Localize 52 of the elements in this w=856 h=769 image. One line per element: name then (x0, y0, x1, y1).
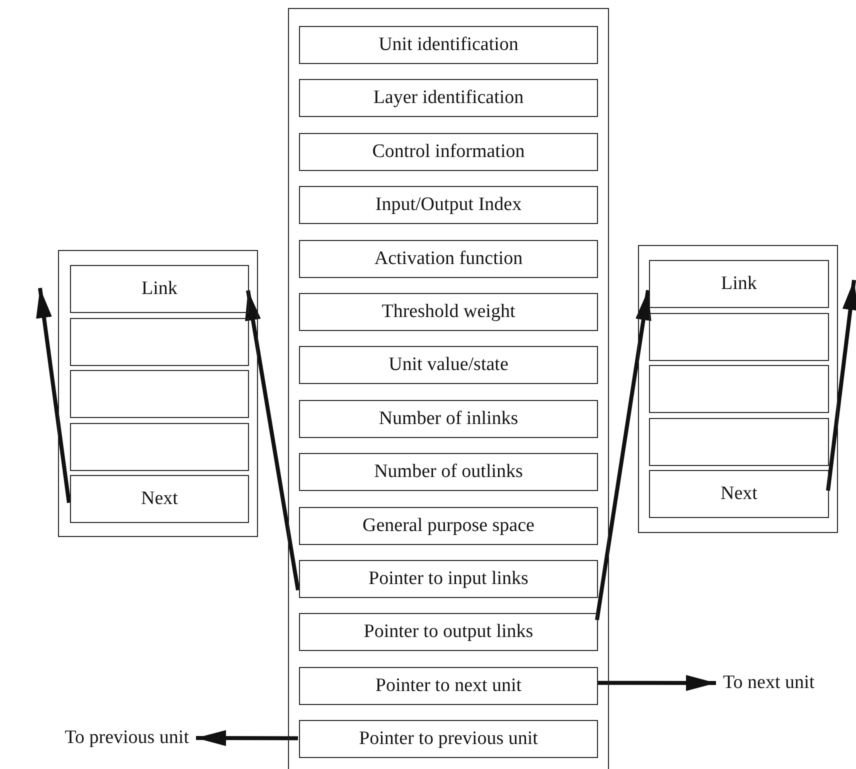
record-frame (288, 8, 609, 769)
field-box (299, 186, 598, 224)
empty-field-box (70, 370, 249, 418)
arrow (196, 730, 298, 746)
field-label: Pointer to next unit (375, 674, 522, 697)
field-label: Control information (372, 140, 525, 163)
field-box (299, 613, 598, 652)
field-label: Pointer to output links (364, 621, 534, 644)
field-label: Activation function (374, 248, 523, 270)
field-box (299, 79, 598, 118)
field-box (70, 265, 249, 313)
field-box (299, 506, 598, 545)
field-label: Threshold weight (382, 301, 516, 323)
pointer-label: To previous unit (64, 727, 189, 749)
empty-field-box (649, 365, 829, 413)
field-label: Unit value/state (388, 354, 508, 376)
field-box (299, 132, 598, 171)
field-box (299, 666, 598, 705)
field-label: Pointer to previous unit (359, 728, 538, 750)
field-label: Unit identification (378, 34, 518, 56)
field-label: General purpose space (362, 514, 534, 537)
field-label: Number of inlinks (378, 408, 518, 430)
empty-field-box (649, 312, 829, 360)
arrow (595, 290, 652, 620)
empty-field-box (70, 422, 249, 470)
field-box (299, 720, 598, 758)
field-box (649, 260, 829, 308)
arrow (245, 290, 300, 590)
field-box (299, 560, 598, 598)
field-box (299, 453, 598, 492)
field-label: Next (720, 483, 758, 505)
field-label: Layer identification (373, 87, 524, 110)
empty-field-box (70, 318, 249, 366)
record-frame (58, 250, 258, 537)
field-label: Link (142, 278, 178, 300)
field-label: Pointer to input links (368, 568, 528, 590)
empty-field-box (649, 418, 829, 466)
arrow (826, 280, 856, 491)
arrow (597, 674, 716, 691)
field-label: Next (141, 488, 178, 510)
field-box (299, 26, 598, 64)
field-label: Link (721, 273, 757, 295)
pointer-label: To next unit (723, 672, 815, 694)
field-box (299, 346, 598, 384)
field-box (649, 470, 829, 518)
field-box (299, 293, 598, 331)
field-box (70, 475, 249, 523)
field-box (299, 400, 598, 438)
record-frame (638, 245, 838, 533)
field-label: Input/Output Index (375, 194, 522, 216)
field-label: Number of outlinks (374, 461, 523, 484)
field-box (299, 240, 598, 278)
